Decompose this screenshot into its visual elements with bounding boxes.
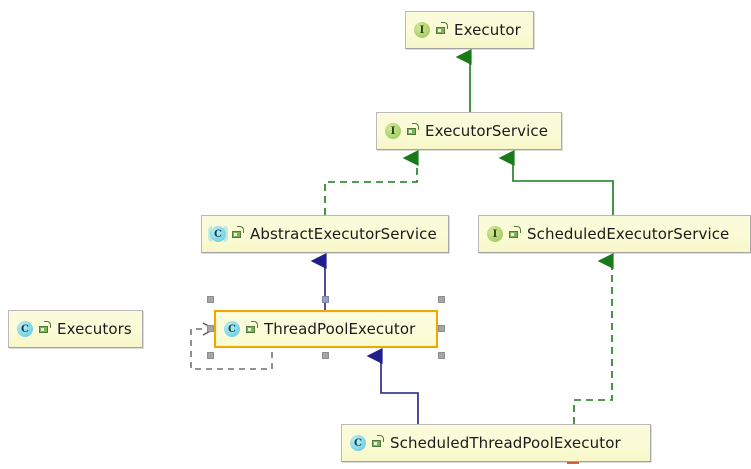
class-icon: [223, 320, 241, 338]
public-visibility-icon: [405, 122, 419, 140]
uml-node-executor[interactable]: Executor: [405, 11, 534, 49]
uml-node-scheduled-executor-service[interactable]: ScheduledExecutorService: [478, 215, 751, 253]
public-visibility-icon: [37, 320, 51, 338]
interface-icon: [384, 122, 402, 140]
selection-handle-top-right[interactable]: [438, 296, 445, 303]
selection-handle-top-center[interactable]: [322, 296, 329, 303]
edge-scheduled-executor-service-to-executor-service: [498, 150, 614, 215]
selection-handle-bottom-right[interactable]: [438, 352, 445, 359]
uml-node-label: Executors: [57, 319, 132, 338]
uml-node-abstract-executor-service[interactable]: AbstractExecutorService: [201, 215, 449, 253]
public-visibility-icon: [244, 320, 258, 338]
uml-node-executor-service[interactable]: ExecutorService: [376, 112, 562, 150]
interface-icon: [413, 21, 431, 39]
selection-handle-bottom-center[interactable]: [322, 352, 329, 359]
edge-abstract-executor-service-to-executor-service: [324, 150, 419, 215]
edge-scheduled-thread-pool-executor-to-thread-pool-executor: [366, 348, 419, 424]
uml-node-executors[interactable]: Executors: [8, 310, 143, 348]
abstract-class-icon: [208, 225, 228, 243]
selection-handle-middle-right[interactable]: [438, 325, 445, 332]
uml-node-thread-pool-executor[interactable]: ThreadPoolExecutor: [214, 310, 438, 348]
selection-handle-bottom-left[interactable]: [207, 352, 214, 359]
uml-node-label: ThreadPoolExecutor: [264, 319, 416, 338]
class-icon: [16, 320, 34, 338]
public-visibility-icon: [230, 225, 244, 243]
class-icon: [349, 434, 367, 452]
uml-node-label: ExecutorService: [425, 121, 549, 140]
uml-node-label: AbstractExecutorService: [250, 224, 437, 243]
public-visibility-icon: [434, 21, 448, 39]
public-visibility-icon: [507, 225, 521, 243]
selection-handle-middle-left[interactable]: [207, 325, 214, 332]
selection-handle-top-left[interactable]: [207, 296, 214, 303]
uml-node-label: ScheduledExecutorService: [527, 224, 730, 243]
public-visibility-icon: [370, 434, 384, 452]
interface-icon: [486, 225, 504, 243]
uml-node-label: ScheduledThreadPoolExecutor: [390, 433, 621, 452]
uml-node-label: Executor: [454, 20, 521, 39]
edge-scheduled-thread-pool-executor-to-scheduled-executor-service: [573, 253, 614, 424]
uml-node-scheduled-thread-pool-executor[interactable]: ScheduledThreadPoolExecutor: [341, 424, 651, 462]
